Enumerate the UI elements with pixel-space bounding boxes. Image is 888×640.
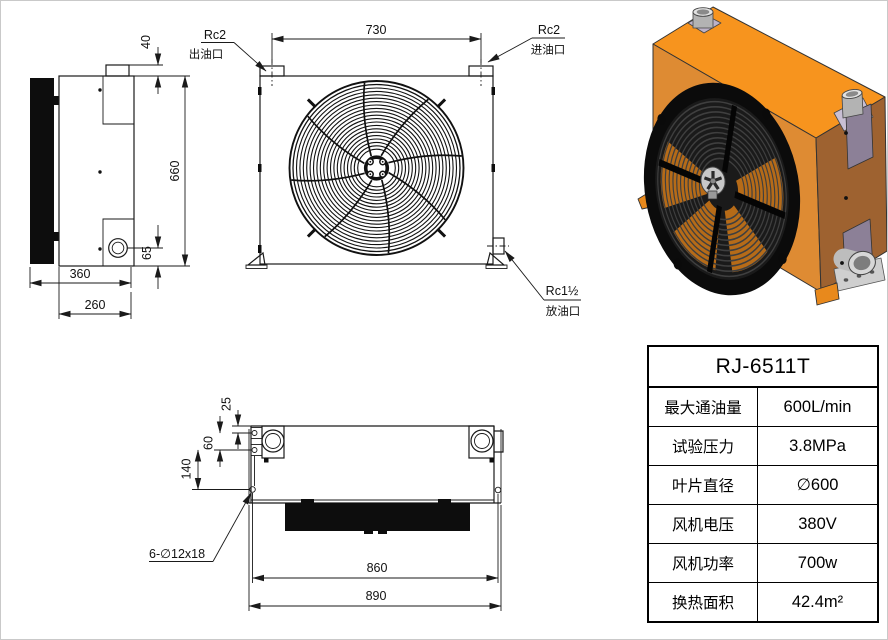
dim-label: 65 [140, 246, 154, 260]
top-right-port-block [468, 425, 495, 459]
dim-label: 890 [366, 589, 387, 603]
front-left-foot [246, 251, 266, 266]
dim-label: 360 [70, 267, 91, 281]
iso-fan-rim [644, 83, 800, 295]
iso-render [637, 6, 887, 306]
spec-value: ∅600 [796, 476, 839, 494]
front-right-foot [486, 251, 506, 266]
dim-label: 25 [220, 397, 234, 411]
outlet-callout: Rc2 出油口 [189, 28, 267, 72]
spec-value: 3.8MPa [789, 436, 846, 455]
inlet-callout: Rc2 进油口 [487, 23, 566, 63]
dim-label: 260 [85, 298, 106, 312]
spec-label: 风机电压 [649, 505, 758, 543]
holes-note: 6-∅12x18 [149, 547, 205, 561]
dim-label: 730 [366, 23, 387, 37]
spec-table: RJ-6511T 最大通油量 600L/min 试验压力 3.8MPa 叶片直径… [647, 345, 879, 623]
port-code: Rc1½ [546, 284, 579, 298]
spec-label: 最大通油量 [649, 388, 758, 426]
spec-label: 试验压力 [649, 427, 758, 465]
port-code: Rc2 [204, 28, 226, 42]
spec-label: 换热面积 [649, 583, 758, 621]
dim-label: 140 [180, 459, 194, 480]
dim-label: 660 [168, 161, 182, 182]
dim-label: 40 [139, 35, 153, 49]
iso-right-foot [814, 282, 840, 306]
side-body-outline [58, 75, 135, 267]
dim-label: 60 [202, 436, 216, 450]
spec-value: 700w [797, 553, 838, 572]
spec-label: 叶片直径 [649, 466, 758, 504]
spec-row-flow: 最大通油量 600L/min [649, 388, 877, 427]
iso-hub-star [703, 171, 723, 190]
spec-label: 风机功率 [649, 544, 758, 582]
spec-row-voltage: 风机电压 380V [649, 505, 877, 544]
mounting-hole [494, 486, 502, 494]
mounting-hole [249, 486, 256, 493]
drain-callout: Rc1½ 放油口 [504, 250, 581, 318]
side-drain-port [108, 238, 128, 258]
side-view: 40 660 65 360 260 [29, 35, 190, 319]
spec-value: 600L/min [783, 397, 852, 416]
side-top-port [105, 64, 130, 77]
holes-callout: 6-∅12x18 [149, 492, 252, 562]
spec-row-blade: 叶片直径 ∅600 [649, 466, 877, 505]
fan-hub [363, 155, 390, 181]
top-view: 25 60 140 6-∅12x18 860 890 [149, 397, 504, 611]
side-fan-shroud [30, 78, 54, 264]
port-code: Rc2 [538, 23, 560, 37]
fan-guard-spokes [291, 82, 462, 254]
port-name: 进油口 [531, 43, 566, 57]
spec-table-title: RJ-6511T [649, 347, 877, 388]
spec-value: 42.4m² [791, 592, 844, 611]
fan-guard [288, 80, 465, 256]
dim-label: 860 [367, 561, 388, 575]
port-name: 放油口 [546, 304, 581, 318]
spec-row-pressure: 试验压力 3.8MPa [649, 427, 877, 466]
spec-row-area: 换热面积 42.4m² [649, 583, 877, 621]
front-view: 730 Rc2 出油口 Rc2 进油口 Rc1½ 放油口 [189, 23, 581, 318]
spec-row-power: 风机功率 700w [649, 544, 877, 583]
spec-value: 380V [798, 514, 837, 533]
port-name: 出油口 [189, 47, 224, 61]
top-fan-motor [285, 503, 470, 531]
